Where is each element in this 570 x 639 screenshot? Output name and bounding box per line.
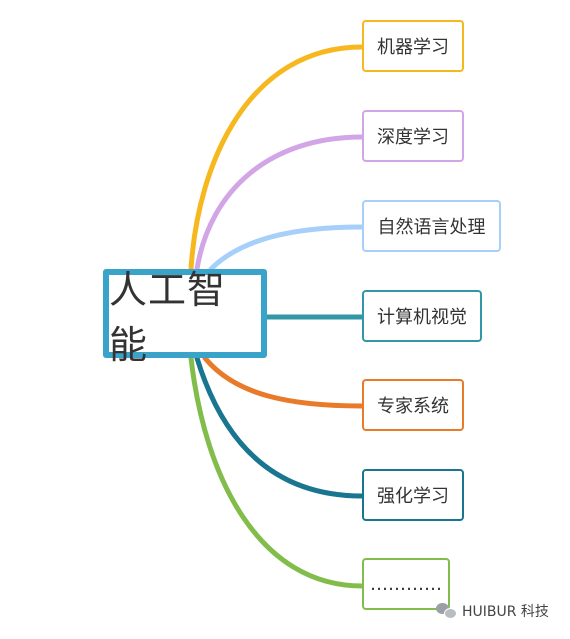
topic-label: 自然语言处理 <box>377 217 486 238</box>
topic-label: 深度学习 <box>377 127 449 148</box>
connector-reinforcement-learning <box>194 355 365 499</box>
connector-natural-language-processing <box>208 224 365 272</box>
topic-label: 机器学习 <box>377 37 449 58</box>
connector-more <box>188 355 365 589</box>
topic-natural-language-processing[interactable]: 自然语言处理 <box>362 200 501 252</box>
topic-label: 强化学习 <box>377 486 449 507</box>
central-topic[interactable]: 人工智能 <box>103 268 267 367</box>
topic-reinforcement-learning[interactable]: 强化学习 <box>362 469 464 521</box>
topic-computer-vision[interactable]: 计算机视觉 <box>362 290 482 342</box>
topic-label: 计算机视觉 <box>377 307 467 328</box>
connector-expert-systems <box>202 355 365 409</box>
topic-label: 专家系统 <box>377 396 449 417</box>
topic-more[interactable]: ………… <box>362 558 450 610</box>
connector-machine-learning <box>188 44 365 272</box>
topic-expert-systems[interactable]: 专家系统 <box>362 379 464 431</box>
watermark: HUIBUR 科技 <box>436 601 549 621</box>
topic-label: ………… <box>370 573 442 595</box>
topic-machine-learning[interactable]: 机器学习 <box>362 20 464 72</box>
watermark-text: HUIBUR 科技 <box>462 604 549 620</box>
central-topic-label: 人工智能 <box>109 267 227 367</box>
topic-deep-learning[interactable]: 深度学习 <box>362 110 464 162</box>
wechat-icon <box>436 603 457 619</box>
connector-deep-learning <box>194 134 365 272</box>
